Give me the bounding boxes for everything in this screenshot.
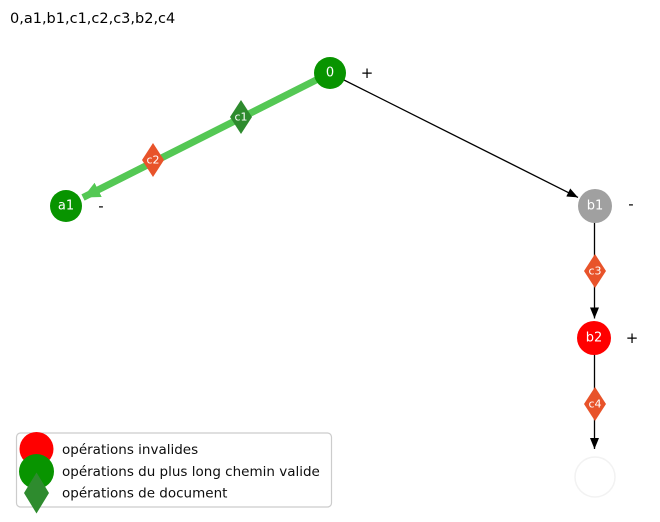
node-b2-sign: +	[626, 329, 639, 347]
doc-node-c2	[142, 143, 164, 177]
legend-item-valid-path: opérations du plus long chemin valide	[62, 464, 320, 480]
doc-c2-label: c2	[146, 154, 159, 167]
doc-c1-label: c1	[234, 111, 247, 124]
node-a1-label: a1	[58, 199, 74, 214]
legend-box	[15, 432, 333, 508]
doc-node-c3	[584, 254, 606, 288]
doc-c3-label: c3	[588, 265, 601, 278]
figure-title: 0,a1,b1,c1,c2,c3,b2,c4	[10, 11, 175, 27]
edge-0-a1	[81, 69, 332, 201]
node-0-sign: +	[361, 64, 374, 82]
node-0	[314, 57, 346, 89]
doc-node-c1	[230, 100, 252, 134]
legend-valid-circle-icon	[19, 454, 54, 489]
node-b1-sign: -	[628, 195, 633, 213]
node-0-label: 0	[326, 66, 334, 81]
legend-document-diamond-icon	[24, 472, 49, 514]
node-b1	[578, 189, 612, 223]
node-a1	[50, 190, 82, 222]
edge-0-b1	[329, 72, 579, 198]
legend: opérations invalides opérations du plus …	[15, 432, 333, 514]
node-a1-sign: -	[98, 197, 103, 215]
node-b2	[577, 321, 611, 355]
node-b1-label: b1	[587, 199, 604, 214]
legend-item-invalid: opérations invalides	[62, 442, 198, 458]
doc-c4-label: c4	[588, 398, 601, 411]
legend-item-document: opérations de document	[62, 486, 227, 502]
ghost-node	[574, 456, 616, 498]
doc-node-c4	[584, 387, 606, 421]
node-b2-label: b2	[586, 331, 603, 346]
